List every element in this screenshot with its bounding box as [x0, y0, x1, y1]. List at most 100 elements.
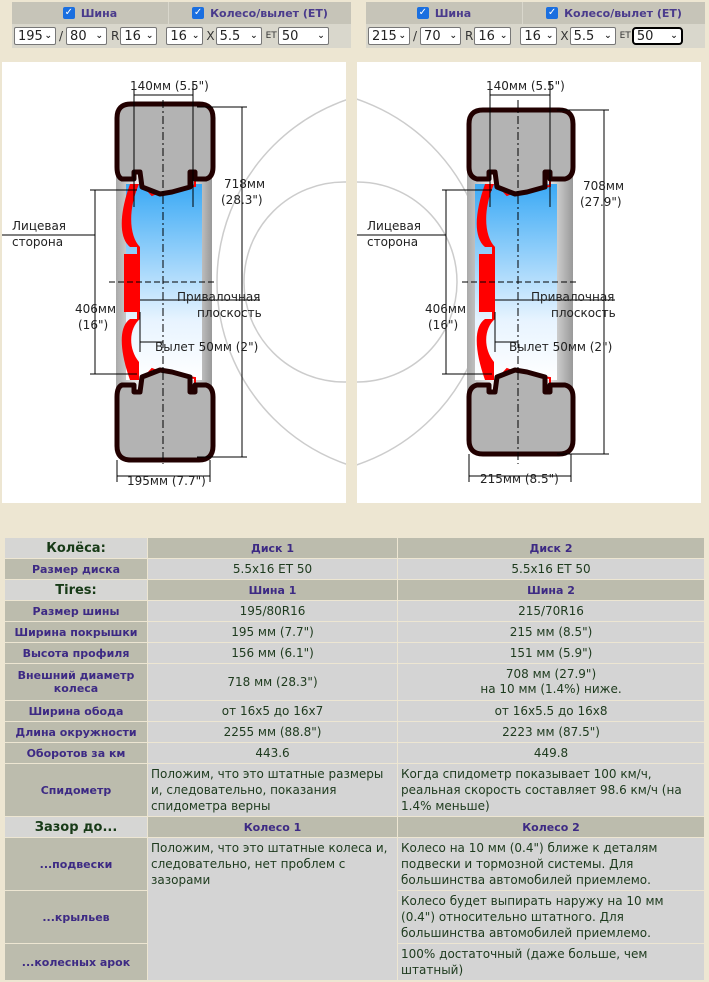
- mount-plane-label-2: плоскость: [551, 306, 616, 320]
- wheel2-cross-section: [357, 82, 615, 482]
- rim-diameter-in: (16"): [428, 318, 459, 332]
- select-value: 16: [170, 28, 187, 44]
- checkbox-checked-icon[interactable]: ✓: [62, 7, 75, 19]
- mount-plane-label-1: Привалочная: [531, 290, 615, 304]
- table-row: Внешний диаметр колеса 718 мм (28.3") 70…: [5, 664, 704, 700]
- tire-toggle-label: Шина: [80, 6, 118, 20]
- rim-width-label: 140мм (5.5"): [130, 79, 209, 93]
- offset-label: Вылет 50мм (2"): [509, 340, 613, 354]
- wheel-circle-inner: [357, 181, 458, 383]
- table-row: Длина окружности 2255 мм (88.8") 2223 мм…: [5, 722, 704, 742]
- rim-diameter-mm: 406мм: [75, 302, 117, 316]
- tire-toggle-1[interactable]: ✓ Шина: [12, 2, 168, 24]
- table-row: Ширина покрышки 195 мм (7.7") 215 мм (8.…: [5, 622, 704, 642]
- wheel-toggle-2[interactable]: ✓Колесо/вылет (ET): [523, 2, 705, 24]
- row-label: Размер диска: [5, 559, 147, 579]
- et-label: ET: [619, 31, 631, 41]
- wheel-width-select[interactable]: 5.5⌄: [215, 27, 262, 45]
- row-label: Спидометр: [5, 764, 147, 816]
- tire1-heading: Шина 1: [148, 580, 398, 600]
- rim-diameter-mm: 406мм: [425, 302, 467, 316]
- tire2-heading: Шина 2: [398, 580, 704, 600]
- tire-aspect-select[interactable]: 70⌄: [420, 27, 462, 45]
- value-2: 215 мм (8.5"): [398, 622, 704, 642]
- value-2: 449.8: [398, 743, 704, 763]
- tire-rim-select[interactable]: 16⌄: [120, 27, 158, 45]
- et-select[interactable]: 50 ⌄: [631, 27, 683, 45]
- value-2: от 16x5.5 до 16x8: [398, 701, 704, 721]
- chevron-down-icon: ⌄: [449, 31, 458, 41]
- tire-bottom-section: [114, 367, 216, 463]
- value-1: 156 мм (6.1"): [148, 643, 398, 663]
- checkbox-checked-icon[interactable]: ✓: [416, 7, 429, 19]
- select-value: 50: [636, 28, 654, 44]
- table-row: Размер диска 5.5x16 ET 50 5.5x16 ET 50: [5, 559, 704, 579]
- wheel2-diagram: 140мм (5.5") 708мм (27.9") Лицевая сторо…: [357, 62, 701, 503]
- wheel1-cross-section: [2, 82, 346, 482]
- wheels-header-row: Колёса: Диск 1 Диск 2: [5, 538, 704, 558]
- wheel-diameter-select[interactable]: 16⌄: [520, 27, 558, 45]
- tire-aspect-select[interactable]: 80⌄: [66, 27, 108, 45]
- r-label: R: [111, 29, 120, 43]
- row-label: Ширина покрышки: [5, 622, 147, 642]
- x-label: X: [560, 29, 569, 43]
- slash-separator: /: [59, 29, 64, 43]
- wheel-toggle-1[interactable]: ✓Колесо/вылет (ET): [169, 2, 351, 24]
- select-value: 5.5: [573, 28, 595, 44]
- face-side-label-1: Лицевая: [12, 219, 67, 233]
- row-label: Длина окружности: [5, 722, 147, 742]
- chevron-down-icon: ⌄: [191, 31, 200, 41]
- table-row: ...колесных арок 100% достаточный (даже …: [5, 944, 704, 980]
- tire-bottom-section: [466, 367, 576, 457]
- value-1: Положим, что это штатные колеса и, следо…: [148, 838, 398, 980]
- wheel-diameter-select[interactable]: 16 ⌄: [166, 27, 204, 45]
- checkbox-checked-icon[interactable]: ✓: [546, 7, 559, 19]
- tire-width-label: 215мм (8.5"): [480, 472, 559, 486]
- chevron-down-icon: ⌄: [604, 31, 612, 41]
- chevron-down-icon: ⌄: [44, 31, 52, 41]
- select-value: 16: [478, 28, 495, 44]
- value-2: 708 мм (27.9")на 10 мм (1.4%) ниже.: [398, 664, 704, 700]
- rim-width-label: 140мм (5.5"): [486, 79, 565, 93]
- value-1: 718 мм (28.3"): [148, 664, 398, 700]
- table-row: Оборотов за км 443.6 449.8: [5, 743, 704, 763]
- chevron-down-icon: ⌄: [317, 31, 325, 41]
- r-label: R: [465, 29, 474, 43]
- et-select[interactable]: 50⌄: [277, 27, 329, 45]
- face-side-label-2: сторона: [367, 235, 419, 249]
- wheel1-controls: ✓Шина ✓Колесо/вылет (ET) 195⌄ / 80⌄ R 16…: [12, 2, 351, 48]
- wheel1-diagram: 140мм (5.5") 718мм (28.3") Лицевая сторо…: [2, 62, 346, 503]
- row-label: Высота профиля: [5, 643, 147, 663]
- value-2: 215/70R16: [398, 601, 704, 621]
- chevron-down-icon: ⌄: [545, 31, 554, 41]
- outer-diameter-in: (27.9"): [580, 195, 622, 209]
- outer-diameter-mm: 718мм: [224, 177, 266, 191]
- value-2: 2223 мм (87.5"): [398, 722, 704, 742]
- outer-diameter-diff: на 10 мм (1.4%) ниже.: [480, 682, 622, 696]
- tire-top-section: [114, 101, 216, 197]
- offset-label: Вылет 50мм (2"): [155, 340, 259, 354]
- chevron-down-icon: ⌄: [250, 31, 258, 41]
- wheel-width-select[interactable]: 5.5 ⌄: [569, 27, 616, 45]
- outer-diameter-in: (28.3"): [221, 193, 263, 207]
- tire-width-select[interactable]: 215⌄: [368, 27, 410, 45]
- disk2-heading: Диск 2: [398, 538, 704, 558]
- select-value: 195: [18, 28, 43, 44]
- checkbox-checked-icon[interactable]: ✓: [192, 7, 205, 19]
- tire-toggle-2[interactable]: ✓Шина: [366, 2, 522, 24]
- value-1: от 16x5 до 16x7: [148, 701, 398, 721]
- row-label: ...колесных арок: [5, 944, 147, 980]
- slash-separator: /: [413, 29, 418, 43]
- clearance-header-row: Зазор до... Колесо 1 Колесо 2: [5, 817, 704, 837]
- clearance-section-heading: Зазор до...: [5, 817, 147, 837]
- table-row: Спидометр Положим, что это штатные разме…: [5, 764, 704, 816]
- tire-width-select[interactable]: 195⌄: [14, 27, 56, 45]
- outer-diameter-mm: 708мм: [583, 179, 625, 193]
- face-side-label-2: сторона: [12, 235, 64, 249]
- value-1: Положим, что это штатные размеры и, след…: [148, 764, 398, 816]
- comparison-table: Колёса: Диск 1 Диск 2 Размер диска 5.5x1…: [4, 537, 705, 981]
- chevron-down-icon: ⌄: [670, 31, 678, 41]
- tire-rim-select[interactable]: 16⌄: [474, 27, 512, 45]
- table-row: ...крыльев Колесо будет выпирать наружу …: [5, 891, 704, 943]
- value-1: 2255 мм (88.8"): [148, 722, 398, 742]
